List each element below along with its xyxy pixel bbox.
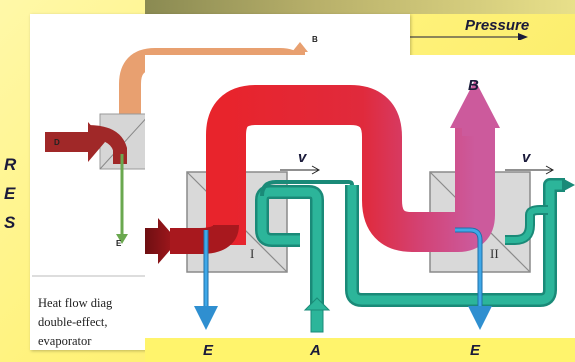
label-v-left: v bbox=[298, 149, 308, 166]
back-label-e: E bbox=[116, 239, 122, 248]
label-e-right: E bbox=[470, 342, 481, 359]
back-label-b: B bbox=[312, 35, 318, 44]
side-letter-s: S bbox=[4, 213, 16, 232]
label-a: A bbox=[309, 342, 321, 359]
vapor-arrow-right bbox=[505, 165, 555, 175]
feed-outlet-arrow bbox=[562, 178, 575, 192]
vapor-arrow-left bbox=[280, 165, 321, 175]
effect-1-label: I bbox=[250, 246, 254, 261]
side-text-fragment: R E S bbox=[4, 150, 28, 237]
caption-line-3: evaporator bbox=[38, 334, 92, 348]
caption-line-2: double-effect, bbox=[38, 315, 108, 329]
vapor-b-arrow bbox=[450, 80, 500, 128]
caption-line-1: Heat flow diag bbox=[38, 296, 113, 310]
label-b: B bbox=[468, 77, 479, 94]
back-label-d: D bbox=[54, 138, 60, 147]
feed-inlet-a-arrow bbox=[303, 297, 331, 311]
back-figure-caption: Heat flow diag double-effect, evaporator bbox=[38, 294, 148, 351]
label-e-left: E bbox=[203, 342, 214, 359]
side-letter-r: R bbox=[4, 155, 17, 174]
inlet-pipe bbox=[145, 218, 178, 264]
label-v-right: v bbox=[522, 149, 532, 166]
effect-2-label: II bbox=[490, 246, 499, 261]
bottom-label-strip bbox=[145, 338, 575, 362]
pressure-label: Pressure bbox=[465, 17, 530, 34]
feed-pipe bbox=[255, 178, 565, 308]
title-bar-strip bbox=[145, 0, 575, 14]
side-letter-e: E bbox=[4, 184, 16, 203]
